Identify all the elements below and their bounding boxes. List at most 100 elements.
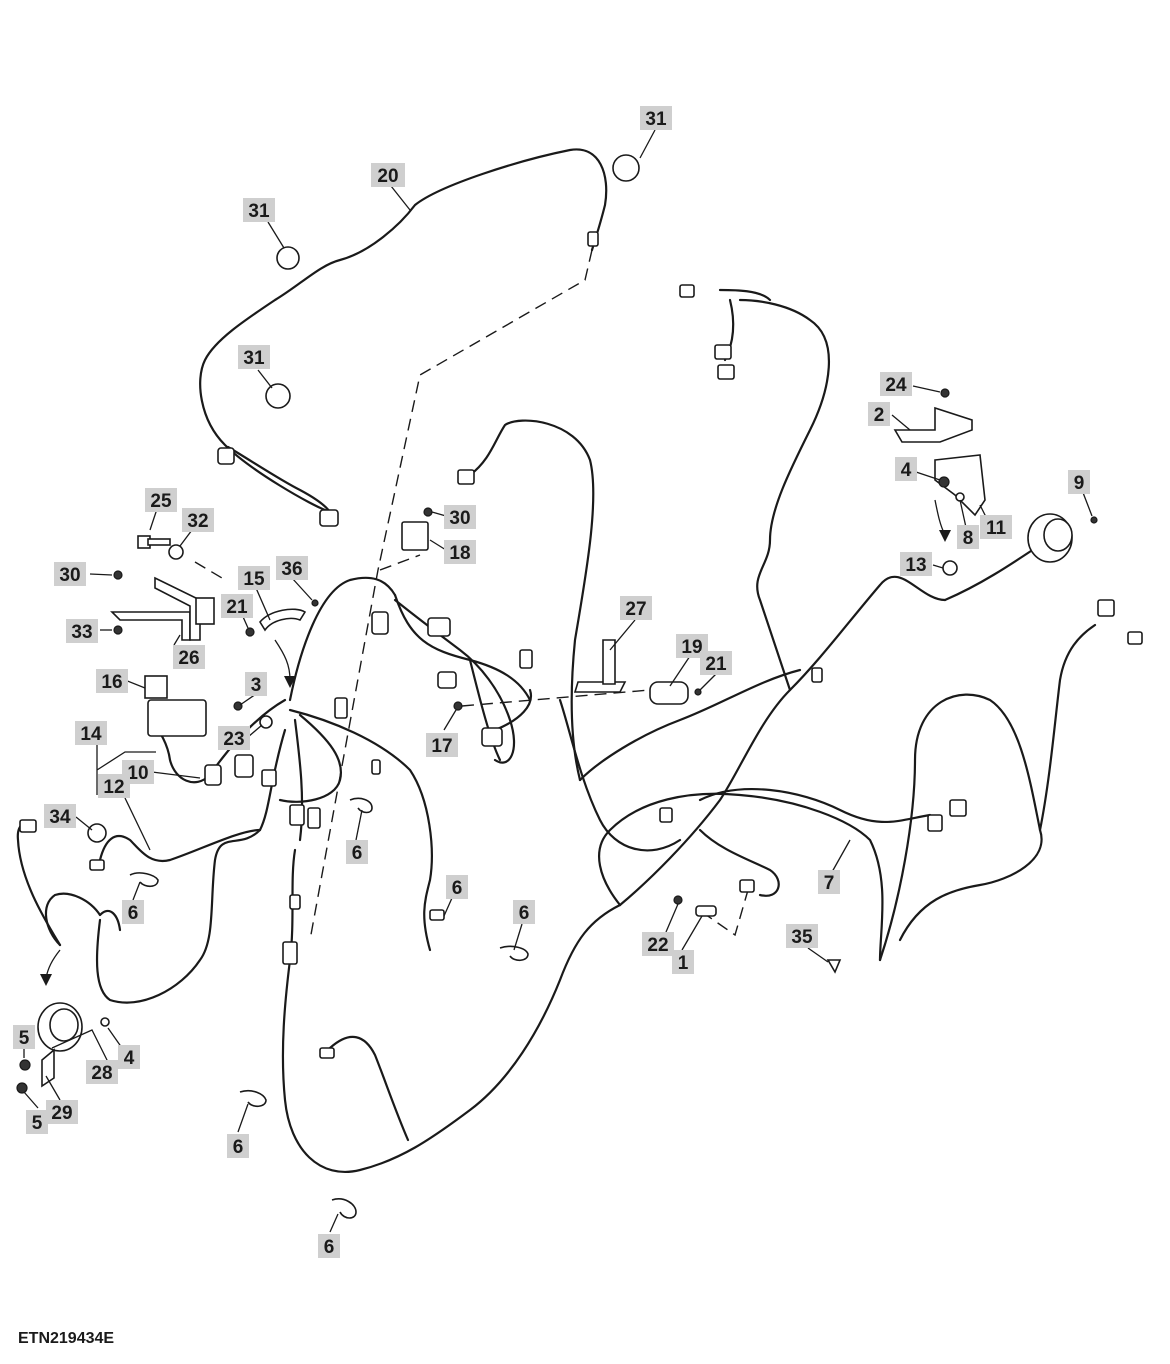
svg-text:34: 34 [49, 807, 71, 828]
callout-6-a: 6 [346, 840, 368, 864]
svg-text:27: 27 [625, 599, 646, 620]
svg-text:4: 4 [901, 460, 912, 481]
upper-harness [199, 148, 608, 527]
callout-15: 15 [238, 566, 270, 590]
main-harness [16, 288, 1097, 1173]
callout-30-left: 30 [54, 562, 86, 586]
svg-text:31: 31 [645, 109, 667, 130]
callout-27: 27 [620, 596, 652, 620]
svg-text:21: 21 [705, 654, 727, 675]
callout-6-f: 6 [318, 1234, 340, 1258]
callout-23: 23 [218, 726, 250, 750]
routing-dashes [194, 249, 749, 941]
svg-text:6: 6 [352, 843, 363, 864]
callout-2: 2 [868, 402, 890, 426]
svg-text:11: 11 [986, 518, 1007, 539]
svg-text:21: 21 [226, 597, 248, 618]
callout-30-right: 30 [444, 505, 476, 529]
svg-text:32: 32 [187, 511, 208, 532]
callout-1: 1 [672, 950, 694, 974]
callout-12: 12 [98, 774, 130, 798]
callout-4-top: 4 [895, 457, 917, 481]
callout-8: 8 [957, 525, 979, 549]
callout-31-mid: 31 [238, 345, 270, 369]
svg-text:4: 4 [124, 1048, 135, 1069]
svg-text:25: 25 [150, 491, 172, 512]
svg-text:5: 5 [19, 1028, 30, 1049]
svg-text:6: 6 [519, 903, 530, 924]
bracket-26 [110, 576, 215, 641]
svg-text:3: 3 [251, 675, 262, 696]
svg-text:29: 29 [51, 1103, 72, 1124]
svg-text:13: 13 [905, 555, 926, 576]
svg-text:16: 16 [101, 672, 122, 693]
svg-text:28: 28 [91, 1063, 112, 1084]
svg-text:26: 26 [178, 648, 199, 669]
callout-21-left: 21 [221, 594, 253, 618]
callout-36: 36 [276, 556, 308, 580]
svg-text:33: 33 [71, 622, 92, 643]
callout-5-bottom: 5 [26, 1110, 48, 1134]
callout-33: 33 [66, 619, 98, 643]
svg-text:7: 7 [824, 873, 835, 894]
callout-17: 17 [426, 733, 458, 757]
svg-text:1: 1 [678, 953, 689, 974]
svg-text:8: 8 [963, 528, 974, 549]
svg-text:6: 6 [233, 1137, 244, 1158]
grommet-group [265, 154, 640, 409]
svg-text:30: 30 [59, 565, 80, 586]
callout-13: 13 [900, 552, 932, 576]
callout-24: 24 [880, 372, 912, 396]
svg-text:15: 15 [243, 569, 265, 590]
svg-text:36: 36 [281, 559, 302, 580]
callout-31-top: 31 [640, 106, 672, 130]
callout-6-d: 6 [513, 900, 535, 924]
callout-5-top: 5 [13, 1025, 35, 1049]
callout-4-bottom: 4 [118, 1045, 140, 1069]
callout-21-right: 21 [700, 651, 732, 675]
callout-3: 3 [245, 672, 267, 696]
callout-14: 14 [75, 721, 107, 745]
svg-text:23: 23 [223, 729, 244, 750]
callout-20: 20 [371, 163, 405, 187]
leader-lines [23, 129, 1093, 1233]
svg-text:10: 10 [127, 763, 148, 784]
callout-9: 9 [1068, 470, 1090, 494]
callout-34: 34 [44, 804, 76, 828]
callout-6-b: 6 [122, 900, 144, 924]
callout-29: 29 [46, 1100, 78, 1124]
svg-text:6: 6 [128, 903, 139, 924]
callout-6-c: 6 [446, 875, 468, 899]
callout-18: 18 [444, 540, 476, 564]
svg-text:2: 2 [874, 405, 885, 426]
svg-text:6: 6 [324, 1237, 335, 1258]
callout-28: 28 [86, 1060, 118, 1084]
svg-text:24: 24 [885, 375, 907, 396]
svg-text:31: 31 [248, 201, 270, 222]
bracket-2-11 [893, 388, 986, 517]
connector-9 [1027, 513, 1098, 563]
svg-text:35: 35 [791, 927, 813, 948]
svg-text:19: 19 [681, 637, 702, 658]
svg-text:5: 5 [32, 1113, 43, 1134]
svg-text:18: 18 [449, 543, 470, 564]
svg-text:31: 31 [243, 348, 265, 369]
svg-text:17: 17 [431, 736, 452, 757]
callout-31-left: 31 [243, 198, 275, 222]
callout-25: 25 [145, 488, 177, 512]
arrow-group [40, 499, 951, 986]
svg-text:9: 9 [1074, 473, 1085, 494]
svg-text:14: 14 [80, 724, 102, 745]
callout-labels: 31 20 31 31 24 2 4 9 8 11 13 25 32 30 18… [13, 106, 1090, 1258]
callout-7: 7 [818, 870, 840, 894]
callout-22: 22 [642, 932, 674, 956]
callout-26: 26 [173, 645, 205, 669]
harness-connectors [19, 284, 1143, 1059]
bolt-25 [137, 535, 184, 560]
figure-id: ETN219434E [18, 1330, 115, 1347]
clamp-group [129, 797, 529, 1219]
callout-16: 16 [96, 669, 128, 693]
svg-text:22: 22 [647, 935, 668, 956]
callout-35: 35 [786, 924, 818, 948]
